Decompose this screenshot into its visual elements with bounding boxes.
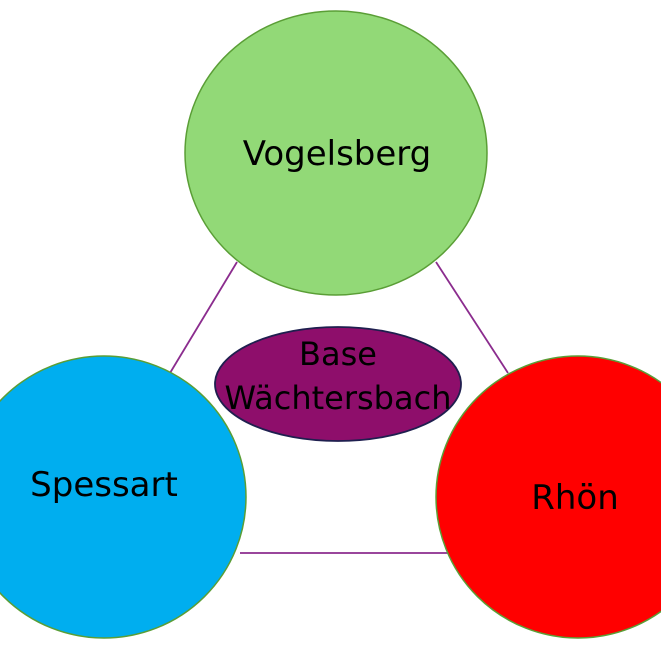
connector-top-right xyxy=(435,261,509,374)
node-base-ellipse xyxy=(214,326,462,442)
connector-top-left xyxy=(169,261,238,374)
connector-lines xyxy=(169,261,509,554)
node-base-waechtersbach: Base Wächtersbach xyxy=(214,326,462,442)
node-vogelsberg-circle xyxy=(184,10,488,296)
node-base-label-line1: Base xyxy=(299,335,377,373)
node-spessart: Spessart xyxy=(0,355,247,639)
node-rhoen-circle xyxy=(435,355,661,639)
node-vogelsberg: Vogelsberg xyxy=(184,10,488,296)
node-spessart-circle xyxy=(0,355,247,639)
node-rhoen: Rhön xyxy=(435,355,661,639)
node-rhoen-label: Rhön xyxy=(531,478,619,518)
node-spessart-label: Spessart xyxy=(30,465,178,505)
node-base-label-line2: Wächtersbach xyxy=(225,379,452,417)
node-vogelsberg-label: Vogelsberg xyxy=(243,134,432,174)
